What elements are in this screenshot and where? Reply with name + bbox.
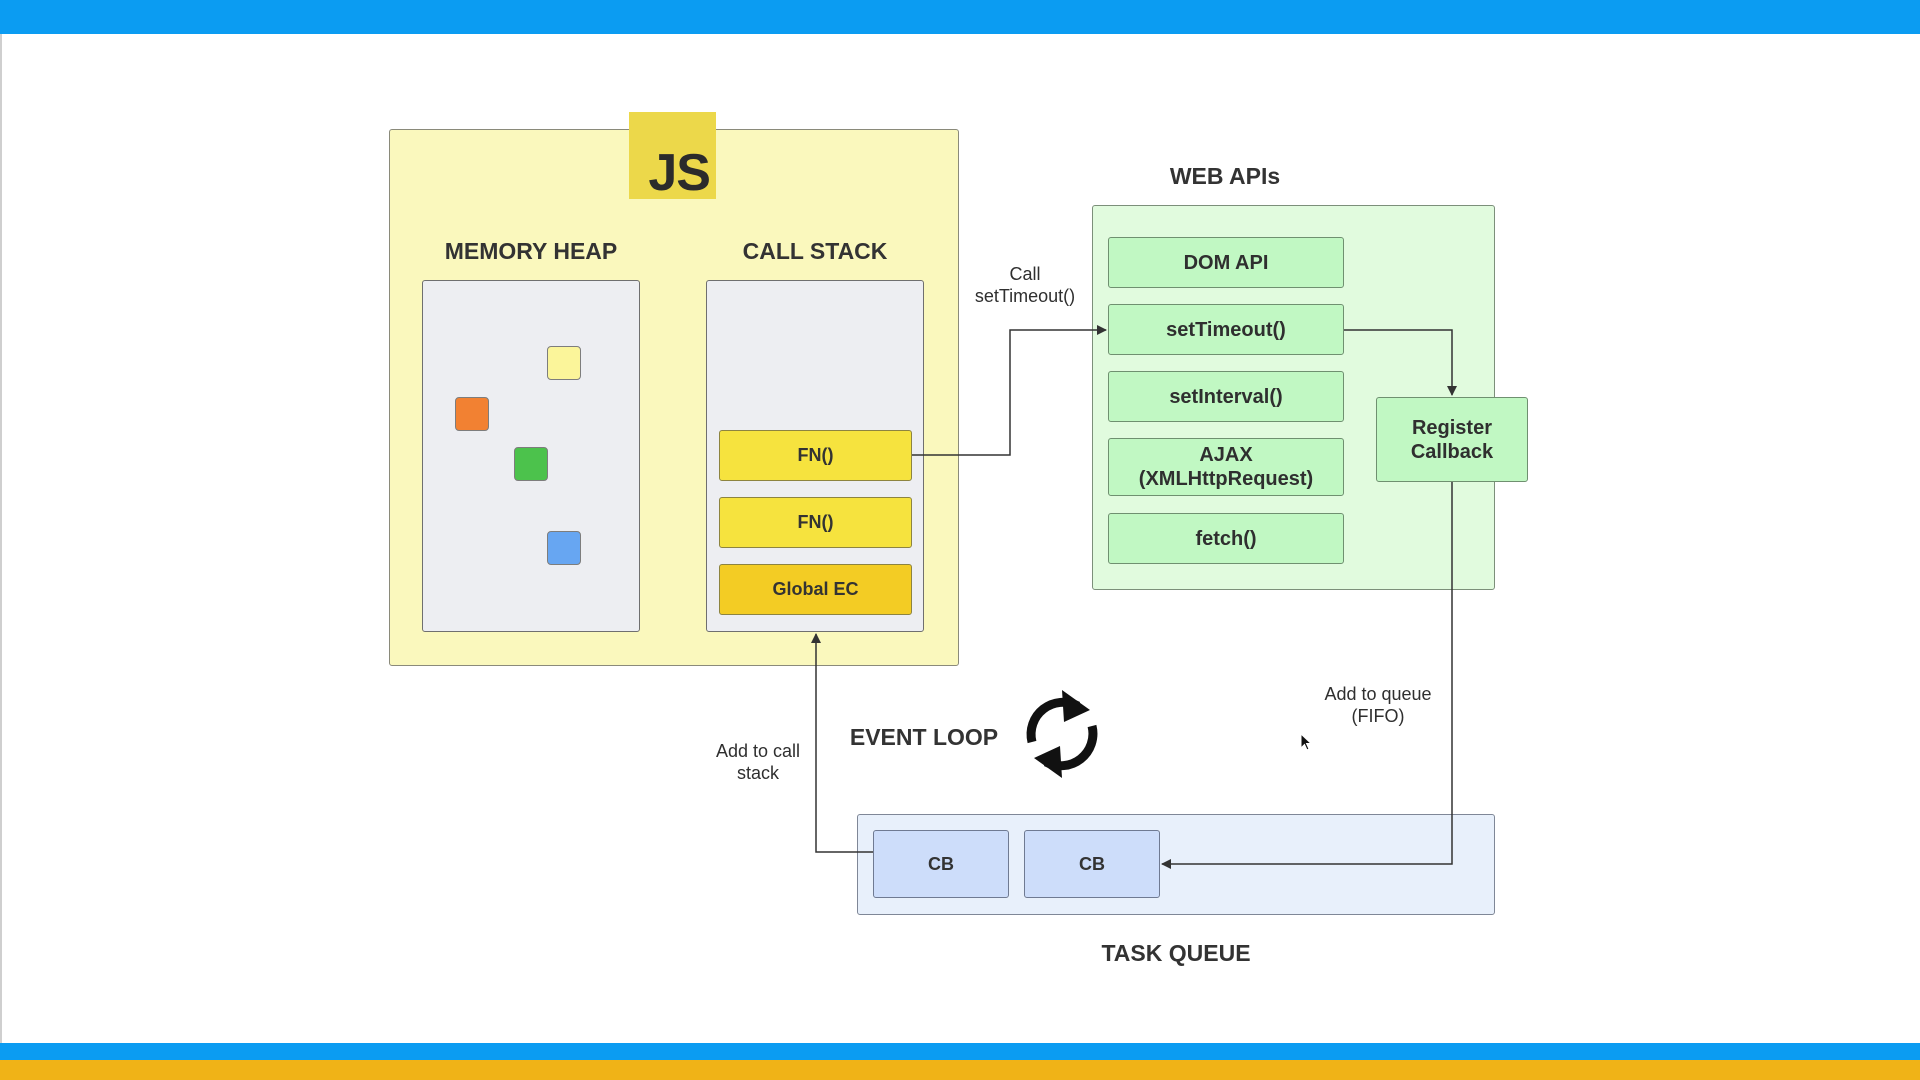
mouse-pointer-icon (1300, 732, 1314, 753)
bottom-bar-yellow (0, 1060, 1920, 1080)
task-queue-title: TASK QUEUE (1101, 940, 1251, 966)
bottom-bar-blue (0, 1043, 1920, 1060)
stack-frame-fn-top: FN() (719, 430, 912, 481)
heap-object-orange (455, 397, 489, 431)
heap-object-blue (547, 531, 581, 565)
heap-object-green (514, 447, 548, 481)
event-loop-label: EVENT LOOP (849, 724, 999, 750)
stack-frame-fn: FN() (719, 497, 912, 548)
note-call-settimeout: Call setTimeout() (974, 264, 1076, 306)
left-border (0, 34, 2, 1043)
call-stack-title: CALL STACK (742, 238, 888, 264)
stack-frame-global-ec: Global EC (719, 564, 912, 615)
arrow-queue-to-stack (811, 633, 873, 853)
memory-heap-title: MEMORY HEAP (444, 238, 618, 264)
register-callback-box: Register Callback (1376, 397, 1528, 482)
top-bar (0, 0, 1920, 34)
arrow-stack-to-settimeout (912, 325, 1107, 456)
api-ajax: AJAX (XMLHttpRequest) (1108, 438, 1344, 496)
arrow-register-to-queue (1161, 482, 1453, 869)
js-logo: JS (629, 112, 716, 199)
note-add-to-queue: Add to queue (FIFO) (1324, 684, 1432, 726)
js-logo-text: JS (648, 144, 711, 202)
api-fetch: fetch() (1108, 513, 1344, 564)
arrow-settimeout-to-register (1344, 329, 1457, 396)
api-settimeout: setTimeout() (1108, 304, 1344, 355)
api-setinterval: setInterval() (1108, 371, 1344, 422)
sync-arrows-icon (1018, 684, 1106, 784)
task-queue-cb-1: CB (873, 830, 1009, 898)
web-apis-title: WEB APIs (1169, 163, 1281, 189)
task-queue-cb-2: CB (1024, 830, 1160, 898)
api-dom: DOM API (1108, 237, 1344, 288)
heap-object-yellow (547, 346, 581, 380)
note-add-to-call-stack: Add to call stack (715, 741, 801, 783)
